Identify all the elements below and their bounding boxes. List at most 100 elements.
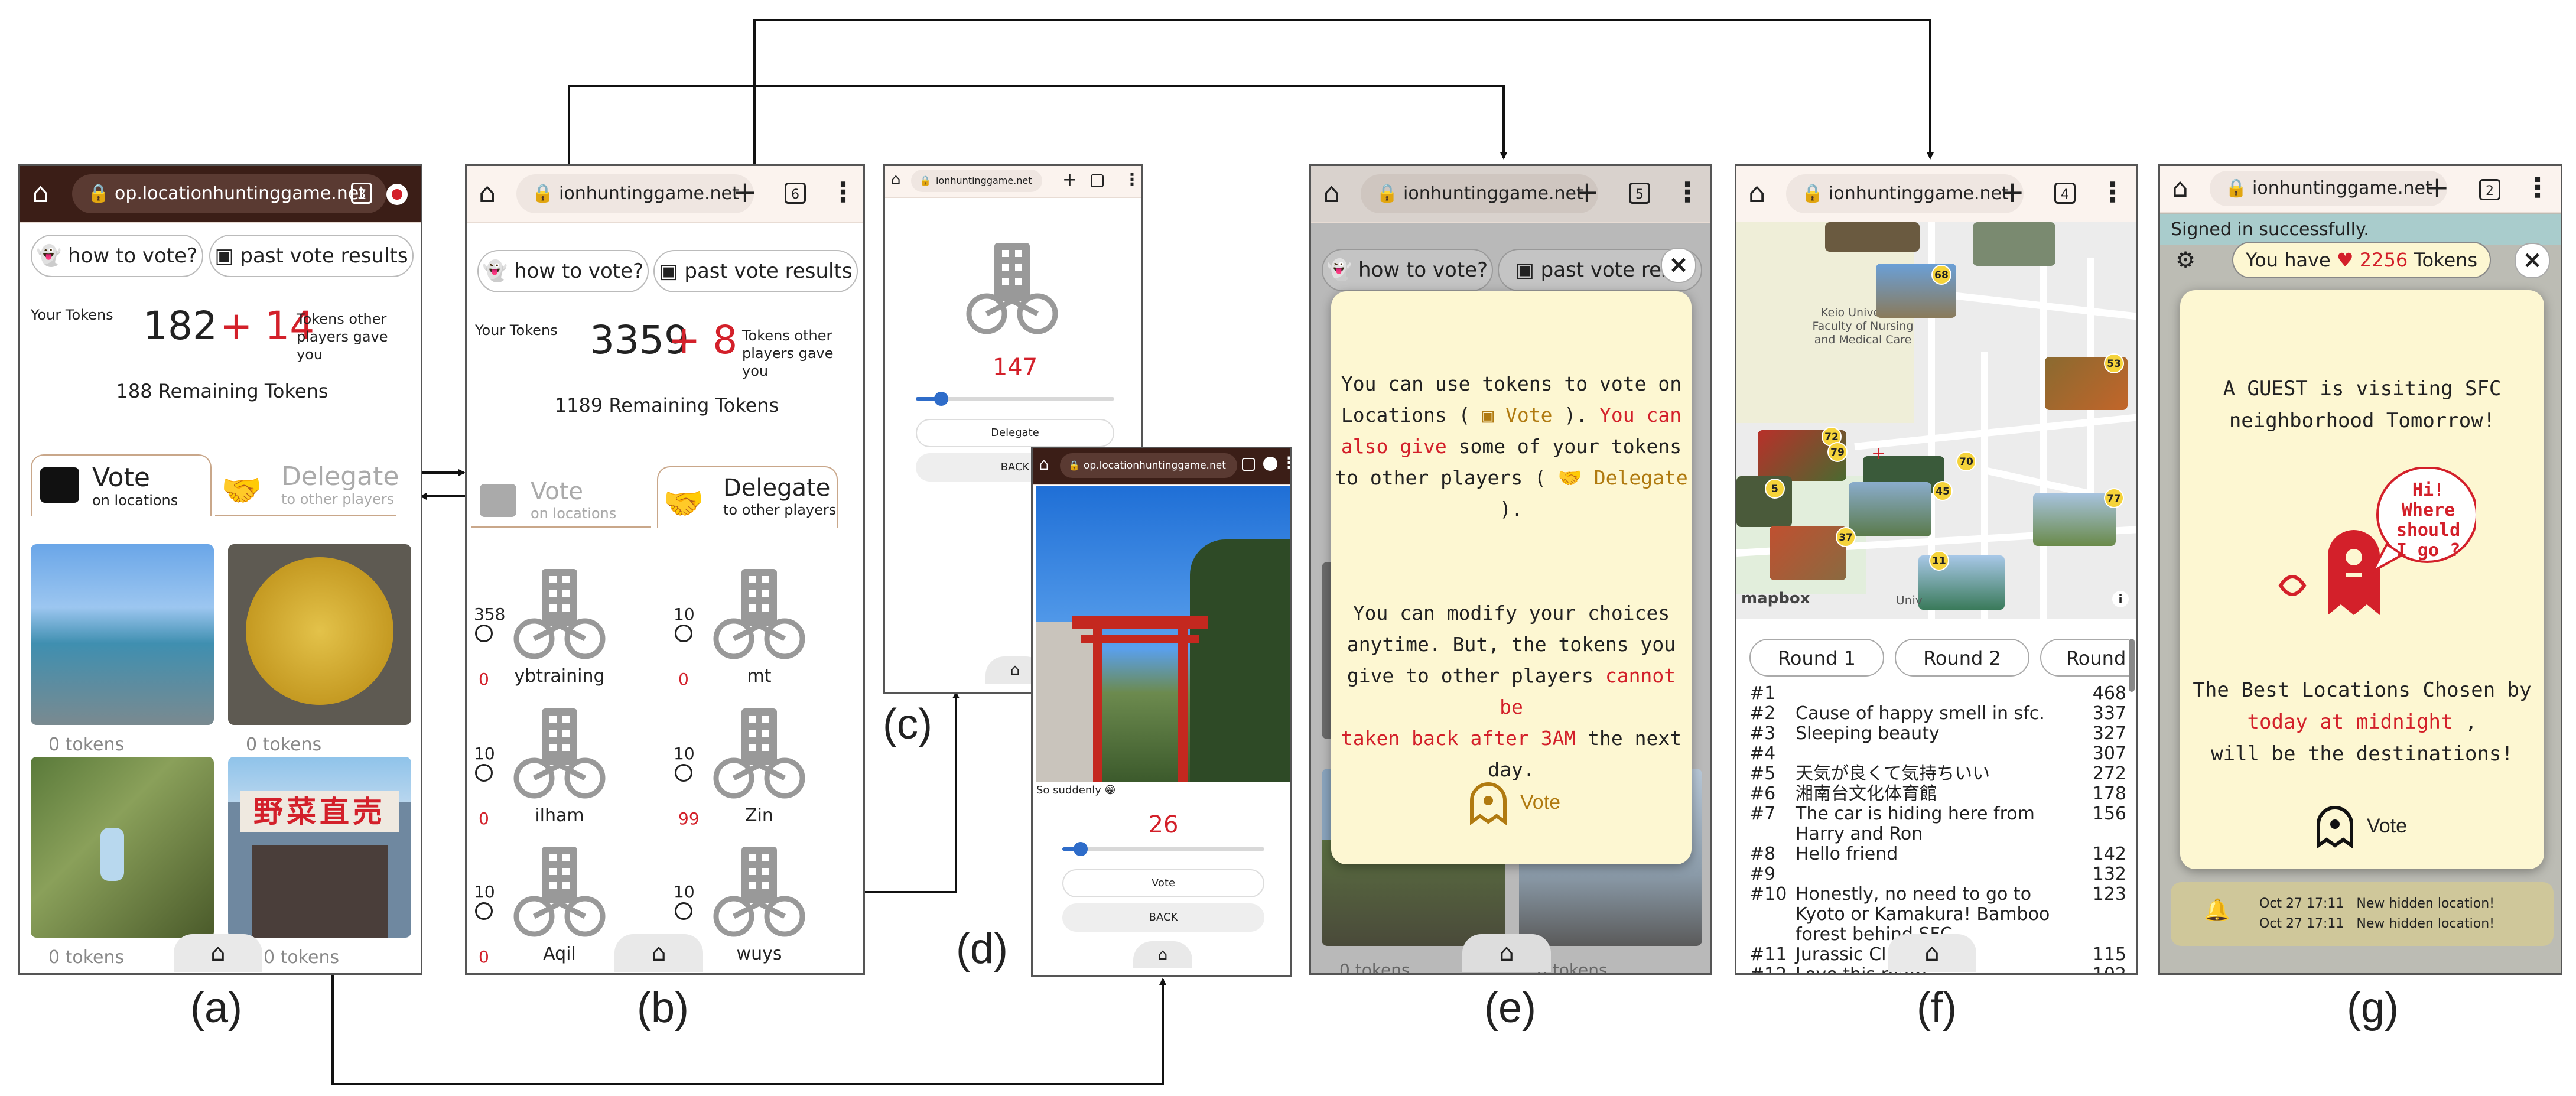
notif-time: Oct 27 17:11 (2259, 896, 2344, 911)
tab-vote[interactable]: Vote on locations (471, 471, 651, 528)
url-bar[interactable]: 🔒 op.locationhuntinggame.net (72, 174, 386, 213)
home-icon[interactable]: ⌂ (1323, 177, 1341, 209)
scrollbar[interactable] (2129, 639, 2135, 692)
location-photo[interactable] (228, 544, 411, 725)
url-bar[interactable]: 🔒 ionhuntinggame.net (1361, 174, 1598, 213)
amount-slider[interactable] (916, 392, 1114, 406)
location-photo[interactable] (31, 757, 214, 938)
tab-delegate[interactable]: 🤝 Delegate to other players (215, 454, 399, 516)
vote-button[interactable]: Vote (1062, 869, 1264, 897)
map-photo-marker[interactable] (1825, 222, 1920, 252)
how-to-vote-button[interactable]: 👻 how to vote? (1322, 249, 1493, 291)
round-1-tab[interactable]: Round 1 (1749, 639, 1884, 677)
home-nav-button[interactable]: ⌂ (1133, 941, 1192, 968)
new-tab-icon[interactable]: + (2425, 170, 2450, 204)
close-icon[interactable]: × (2515, 243, 2550, 278)
tab-count[interactable]: 6 (785, 183, 806, 204)
home-nav-button[interactable]: ⌂ (1888, 934, 1976, 972)
gear-icon[interactable]: ⚙ (2175, 247, 2196, 273)
map-photo-marker[interactable] (1973, 222, 2055, 266)
amount-slider[interactable] (1062, 842, 1264, 856)
home-icon[interactable]: ⌂ (2172, 173, 2188, 203)
home-nav-button[interactable]: ⌂ (1462, 934, 1551, 972)
location-photo[interactable]: 野菜直売 (228, 757, 411, 938)
past-vote-results-button[interactable]: ▣ past vote resu (1498, 249, 1702, 291)
info-icon[interactable]: i (2112, 591, 2129, 607)
given-tokens: + 8 (668, 317, 738, 363)
delegate-tab-sub: to other players (281, 491, 395, 508)
how-to-vote-button[interactable]: 👻 how to vote? (477, 250, 649, 292)
home-nav-button[interactable]: ⌂ (174, 934, 262, 972)
new-tab-icon[interactable]: + (1575, 175, 1599, 209)
delegate-button[interactable]: Delegate (916, 419, 1114, 447)
tab-count[interactable]: 5 (1629, 183, 1650, 204)
map-photo-marker[interactable] (1849, 482, 1931, 536)
notification-card[interactable]: 🔔 Oct 27 17:11 New hidden location! Oct … (2171, 882, 2554, 946)
home-icon[interactable]: ⌂ (891, 171, 901, 188)
notif-time: Oct 27 17:11 (2259, 916, 2344, 931)
rank: #8 (1749, 844, 1776, 864)
menu-icon[interactable]: ⋮ (1124, 170, 1140, 189)
how-to-vote-button[interactable]: 👻 how to vote? (31, 235, 203, 277)
menu-icon[interactable]: ⋮ (1674, 176, 1701, 208)
new-tab-icon[interactable]: + (733, 175, 757, 209)
tab-count[interactable]: 3 (351, 183, 372, 204)
new-tab-icon[interactable]: + (1062, 170, 1078, 190)
menu-icon[interactable]: ⋮ (830, 176, 857, 208)
home-icon[interactable]: ⌂ (32, 177, 50, 209)
menu-icon[interactable]: ⋮ (2099, 176, 2126, 208)
home-icon[interactable]: ⌂ (479, 177, 496, 209)
tab-count-icon[interactable] (1242, 458, 1255, 471)
url-bar[interactable]: 🔒 op.locationhuntinggame.net (1060, 453, 1237, 478)
url-bar[interactable]: 🔒 ionhuntinggame.net (516, 174, 754, 213)
menu-icon[interactable]: ⋮ (2524, 171, 2551, 203)
home-icon[interactable]: ⌂ (1039, 454, 1049, 474)
url-bar[interactable]: 🔒 ionhuntinggame.net (2210, 171, 2447, 206)
url-bar[interactable]: 🔒 ionhuntinggame.net (1786, 174, 2024, 213)
tab-delegate[interactable]: 🤝 Delegate to other players (657, 466, 838, 528)
vote-ghost-icon (2311, 803, 2359, 850)
round-3-tab[interactable]: Round (2040, 639, 2129, 677)
tab-vote[interactable]: Vote on locations (31, 454, 212, 516)
close-icon[interactable]: × (1661, 248, 1696, 283)
vote-ghost-icon (1465, 779, 1512, 827)
home-icon[interactable]: ⌂ (1748, 177, 1766, 209)
delegate-tab-sub: to other players (723, 502, 837, 518)
past-vote-results-button[interactable]: ▣ past vote results (653, 250, 858, 292)
location-photo[interactable] (31, 544, 214, 725)
map-photo-marker[interactable] (1770, 526, 1846, 580)
profile-icon[interactable] (1263, 457, 1277, 471)
tab-count[interactable]: 2 (2479, 179, 2500, 200)
menu-icon[interactable]: ⋮ (1281, 453, 1290, 473)
player-card[interactable]: 100wuys (666, 845, 861, 973)
new-tab-icon[interactable]: + (2000, 175, 2025, 209)
back-button[interactable]: BACK (1062, 903, 1264, 932)
profile-icon[interactable] (386, 184, 408, 205)
tab-count[interactable]: 4 (2054, 183, 2076, 204)
map-photo-marker[interactable] (2033, 493, 2116, 546)
home-nav-button[interactable]: ⌂ (614, 934, 703, 972)
url-bar[interactable]: 🔒 ionhuntinggame.net (911, 170, 1042, 192)
past-vote-results-button[interactable]: ▣ past vote results (209, 235, 414, 277)
text-line: ). (1500, 497, 1523, 521)
round-2-tab[interactable]: Round 2 (1895, 639, 2029, 677)
marker-count-badge: 77 (2104, 488, 2124, 508)
map-view[interactable]: Keio University Faculty of Nursing and M… (1736, 222, 2136, 619)
tab-count-icon[interactable] (1091, 174, 1104, 187)
